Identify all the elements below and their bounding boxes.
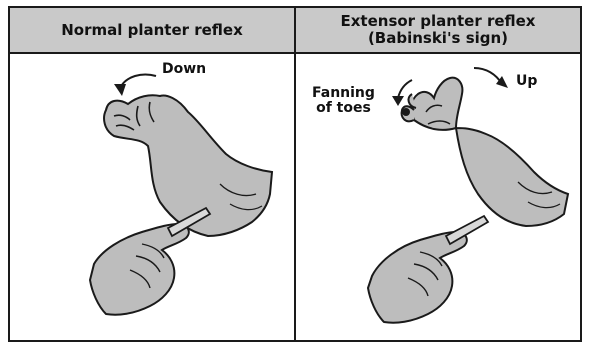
babinski-title-line2: (Babinski's sign) (368, 30, 508, 47)
down-arrow (120, 75, 156, 89)
babinski-title-line1: Extensor planter reflex (341, 13, 536, 30)
examiner-hand (90, 224, 189, 315)
foot-flexed-toes (104, 95, 272, 236)
normal-reflex-panel: Normal planter reflex Down (10, 8, 296, 340)
fanning-arrow-head (392, 96, 404, 106)
down-arrow-head (114, 84, 126, 96)
figure-frame: Normal planter reflex Down Extensor plan… (8, 6, 582, 342)
examiner-hand-right (368, 232, 467, 323)
normal-reflex-illustration (10, 54, 294, 342)
toe-nail (402, 108, 410, 116)
babinski-title: Extensor planter reflex (Babinski's sign… (296, 8, 580, 54)
normal-reflex-title-text: Normal planter reflex (61, 22, 243, 39)
foot-extended-toes (411, 78, 568, 226)
babinski-panel: Extensor planter reflex (Babinski's sign… (296, 8, 580, 340)
up-arrow (474, 68, 502, 84)
down-label: Down (162, 62, 206, 77)
up-label: Up (516, 74, 537, 89)
fanning-label-line2: of toes (312, 101, 375, 116)
fanning-label: Fanning of toes (312, 86, 375, 116)
fanning-label-line1: Fanning (312, 86, 375, 101)
normal-reflex-title: Normal planter reflex (10, 8, 294, 54)
